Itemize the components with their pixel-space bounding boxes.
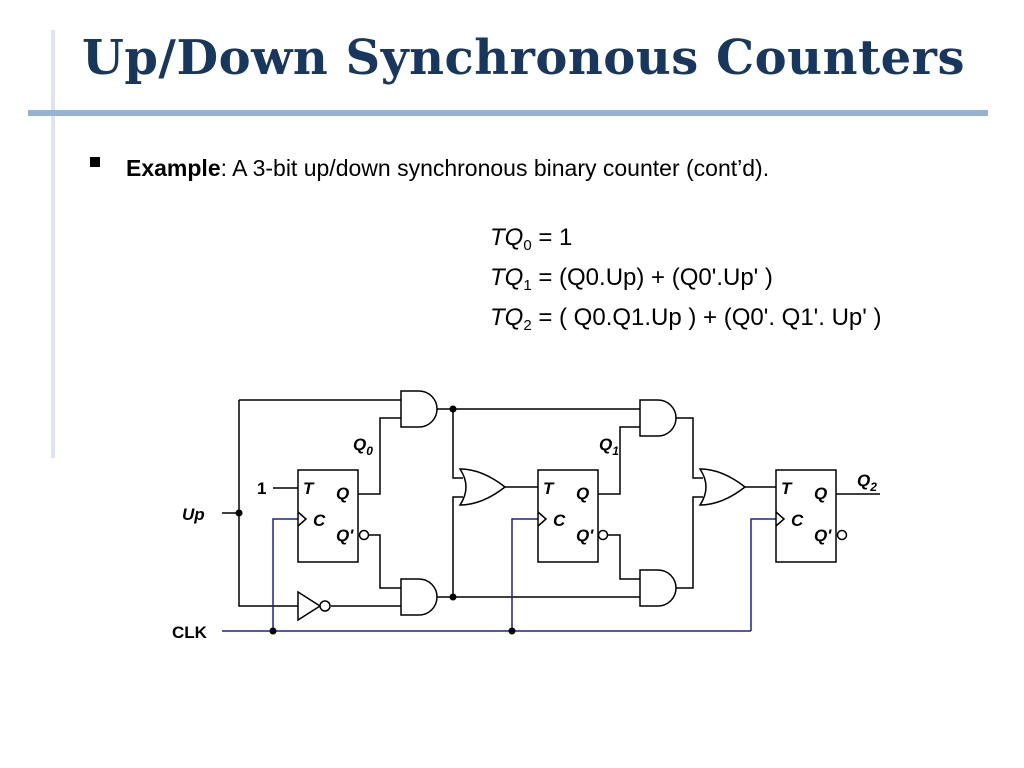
- equation-tq1: TQ1 = (Q0.Up) + (Q0'.Up' ): [490, 260, 882, 300]
- junction-dot: [508, 627, 516, 635]
- ff1-q-label: Q: [576, 484, 589, 503]
- and-gate-2: [639, 399, 677, 437]
- junction-dots: [235, 405, 516, 635]
- and-gate-3: [639, 569, 677, 607]
- eq-lhs-sub: 2: [523, 317, 532, 334]
- bullet-label: Example: [126, 155, 221, 181]
- clock-triangle-0: [297, 511, 308, 527]
- eq-lhs-sub: 1: [523, 277, 532, 294]
- flipflop-2: [775, 469, 837, 563]
- ff1-qbar-label: Q': [576, 526, 594, 545]
- ff2-qbar-label: Q': [814, 526, 832, 545]
- label-up: Up: [182, 505, 205, 524]
- ff0-qbar-label: Q': [336, 526, 354, 545]
- ff2-c-label: C: [791, 511, 804, 530]
- clock-triangle-1: [537, 511, 548, 527]
- clk-to-ff0: [272, 518, 298, 631]
- circuit-labels: Up CLK 1 Q0 Q1 Q2 T C Q Q' T C Q Q' T C …: [172, 435, 877, 642]
- clock-triangle-2: [775, 511, 786, 527]
- eq-lhs-sub: 0: [523, 237, 532, 254]
- eq-rhs: = (Q0.Up) + (Q0'.Up' ): [531, 264, 773, 291]
- wire-q1bar-to-and3: [608, 534, 640, 580]
- eq-rhs: = 1: [531, 224, 573, 251]
- ff0-q-label: Q: [336, 484, 349, 503]
- label-q1: Q1: [599, 435, 619, 458]
- qbar-bubble-0: [358, 529, 370, 541]
- clk-to-ff1: [511, 518, 538, 631]
- wire-q0-to-and0: [358, 417, 401, 495]
- qbar-bubble-1: [597, 529, 609, 541]
- wire-and1-to-or0: [452, 496, 463, 597]
- and-gate-1: [400, 578, 438, 616]
- clk-to-ff2: [750, 518, 776, 631]
- junction-dot: [269, 627, 277, 635]
- ff1-c-label: C: [553, 511, 566, 530]
- equation-tq0: TQ0 = 1: [490, 220, 882, 260]
- eq-lhs: TQ: [490, 224, 524, 251]
- clock-wires: [222, 518, 776, 632]
- ff0-c-label: C: [313, 511, 326, 530]
- label-one: 1: [257, 479, 266, 498]
- ff2-q-label: Q: [814, 484, 827, 503]
- ff2-t-label: T: [781, 479, 793, 498]
- label-q2: Q2: [857, 471, 877, 494]
- wire-q0bar-to-and1: [369, 534, 401, 589]
- bullet-description: : A 3-bit up/down synchronous binary cou…: [220, 155, 770, 181]
- logic-gates: [297, 390, 747, 622]
- equation-tq2: TQ2 = ( Q0.Q1.Up ) + (Q0'. Q1'. Up' ): [490, 300, 882, 340]
- eq-lhs: TQ: [490, 304, 524, 331]
- label-q0: Q0: [353, 435, 373, 458]
- square-bullet-icon: [90, 157, 100, 167]
- bullet-text: Example: A 3-bit up/down synchronous bin…: [126, 155, 769, 182]
- and-gate-0: [400, 390, 438, 428]
- eq-rhs: = ( Q0.Q1.Up ) + (Q0'. Q1'. Up' ): [531, 304, 882, 331]
- wire-and0-to-or0: [452, 409, 463, 479]
- up-wire: [238, 400, 298, 607]
- or-gate-1: [698, 468, 747, 506]
- flipflop-0: [297, 469, 359, 563]
- wire-q1-to-and2: [598, 426, 640, 495]
- equation-block: TQ0 = 1 TQ1 = (Q0.Up) + (Q0'.Up' ) TQ2 =…: [490, 220, 882, 340]
- title-underline: [28, 110, 988, 116]
- eq-lhs: TQ: [490, 264, 524, 291]
- junction-dot: [235, 509, 243, 517]
- not-gate: [297, 590, 322, 622]
- ff0-t-label: T: [303, 479, 315, 498]
- black-wires: [222, 399, 880, 607]
- qbar-bubble-2: [836, 529, 848, 541]
- or-gate-0: [458, 468, 507, 506]
- flip-flops: [297, 469, 848, 563]
- junction-dot: [449, 405, 457, 413]
- slide-title: Up/Down Synchronous Counters: [82, 30, 965, 86]
- wire-and2-to-or1: [675, 417, 703, 479]
- left-accent-rule: [51, 30, 55, 458]
- label-clk: CLK: [172, 623, 208, 642]
- ff1-t-label: T: [543, 479, 555, 498]
- flipflop-1: [537, 469, 599, 563]
- junction-dot: [449, 593, 457, 601]
- wire-and3-to-or1: [675, 496, 703, 589]
- not-gate-bubble: [319, 600, 331, 612]
